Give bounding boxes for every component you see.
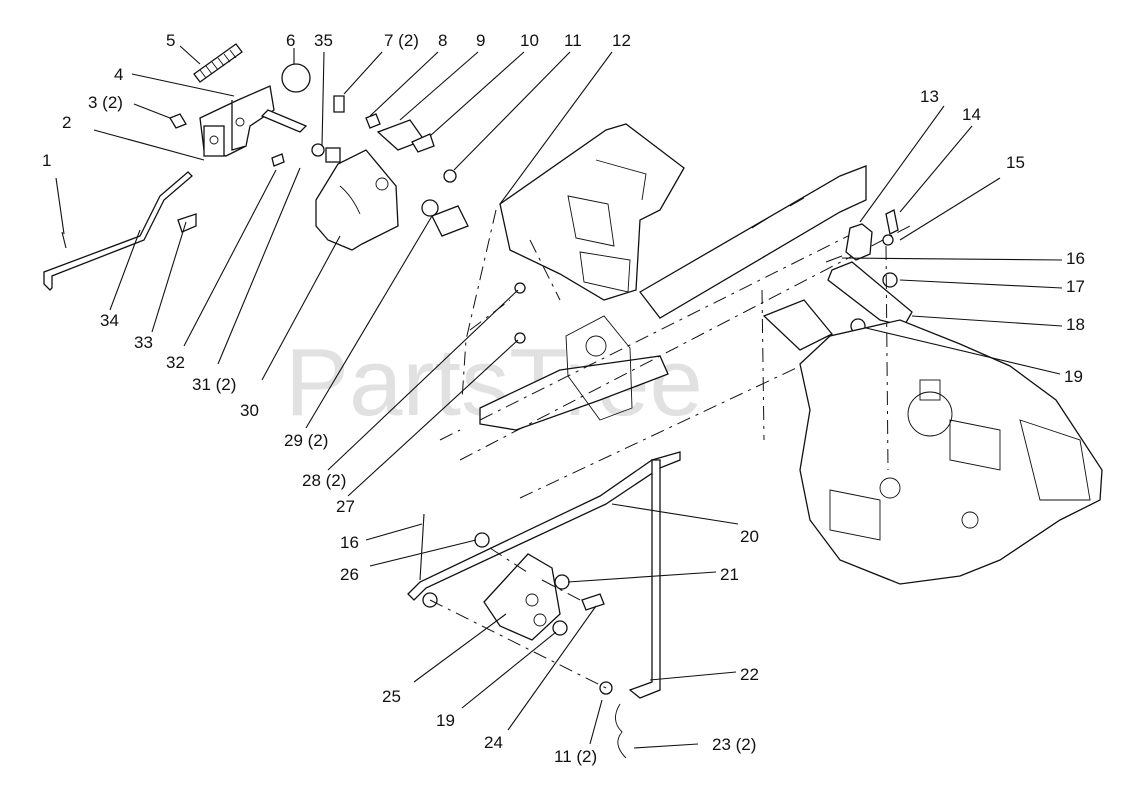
callout-35: 35: [314, 31, 333, 50]
callout-18: 18: [1066, 315, 1085, 334]
bushing-26-part: [474, 532, 490, 548]
callout-30: 30: [240, 401, 259, 420]
callout-24: 24: [484, 733, 503, 752]
bolt-part: [169, 113, 187, 129]
callout-34: 34: [100, 311, 119, 330]
key-part: [177, 213, 197, 233]
callout-14: 14: [962, 105, 981, 124]
pivot-block-part: [431, 205, 469, 237]
callout-1: 1: [42, 151, 51, 170]
callout-26: 26: [340, 565, 359, 584]
callout-6: 6: [286, 31, 295, 50]
callout-12: 12: [612, 31, 631, 50]
cotter-pin-16b-part: [825, 255, 843, 263]
collar-part: [845, 223, 873, 261]
connector-part: [365, 113, 381, 129]
knob-part: [281, 63, 311, 93]
rod-part: [628, 459, 661, 699]
frame-centerline: [439, 225, 911, 461]
transmission-centerlines: [761, 245, 889, 471]
spacer-part: [271, 153, 285, 167]
callout-32: 32: [166, 353, 185, 372]
callout-23: 23 (2): [712, 735, 756, 754]
callout-11: 11: [564, 31, 582, 50]
control-arm-part: [827, 261, 913, 327]
cotter-pin-part: [61, 231, 67, 249]
cotter-pin-16-part: [419, 513, 425, 581]
callout-15: 15: [1006, 153, 1025, 172]
spring-part: [193, 43, 243, 83]
callout-19-top: 19: [1064, 367, 1083, 386]
callout-31: 31 (2): [192, 375, 236, 394]
callout-19-bottom: 19: [436, 711, 455, 730]
bolt-24-part: [581, 593, 605, 611]
clip-part: [411, 133, 435, 153]
frame-bracket-part: [499, 123, 685, 301]
nut-part: [443, 169, 457, 183]
callout-28: 28 (2): [302, 471, 346, 490]
callout-29: 29 (2): [284, 431, 328, 450]
callout-13: 13: [920, 87, 939, 106]
washer-part: [311, 143, 325, 157]
screw-part: [333, 95, 345, 113]
lower-bracket-part: [483, 553, 561, 641]
frame-rail-part: [639, 165, 867, 319]
callout-8: 8: [438, 31, 447, 50]
callout-25: 25: [382, 687, 401, 706]
washer-21-part: [554, 574, 570, 590]
callout-labels: 1 2 3 (2) 4 5 6 35 7 (2) 8 9 10 11 12 13…: [42, 31, 1085, 766]
washer-17-part: [882, 272, 898, 288]
callout-7: 7 (2): [384, 31, 419, 50]
callout-21: 21: [720, 565, 739, 584]
callout-22: 22: [740, 665, 759, 684]
callout-33: 33: [134, 333, 153, 352]
callout-4: 4: [114, 65, 123, 84]
shift-bracket-part: [199, 85, 275, 157]
callout-16-bottom: 16: [340, 533, 359, 552]
callout-17: 17: [1066, 277, 1085, 296]
callout-11-bottom: 11 (2): [554, 747, 597, 766]
callout-16-top: 16: [1066, 249, 1085, 268]
callout-5: 5: [166, 31, 175, 50]
bushing-part: [325, 147, 341, 163]
hairpin-part: [615, 703, 627, 759]
washer-19-part: [552, 620, 568, 636]
rod-centerline: [519, 337, 861, 499]
callout-3: 3 (2): [88, 93, 123, 112]
callout-2: 2: [62, 113, 71, 132]
bolt-14-part: [885, 209, 899, 235]
transmission-part: [762, 299, 1103, 585]
shaft-part: [260, 109, 308, 133]
nut-15-part: [882, 234, 894, 246]
callout-27: 27: [336, 497, 355, 516]
callout-10: 10: [520, 31, 539, 50]
callout-9: 9: [476, 31, 485, 50]
leader-lines: [55, 45, 1063, 749]
callout-20: 20: [740, 527, 759, 546]
shift-plate-part: [315, 149, 399, 251]
lower-centerlines: [429, 547, 611, 691]
shift-rod-part: [43, 171, 193, 291]
washer-29-part: [421, 199, 439, 217]
